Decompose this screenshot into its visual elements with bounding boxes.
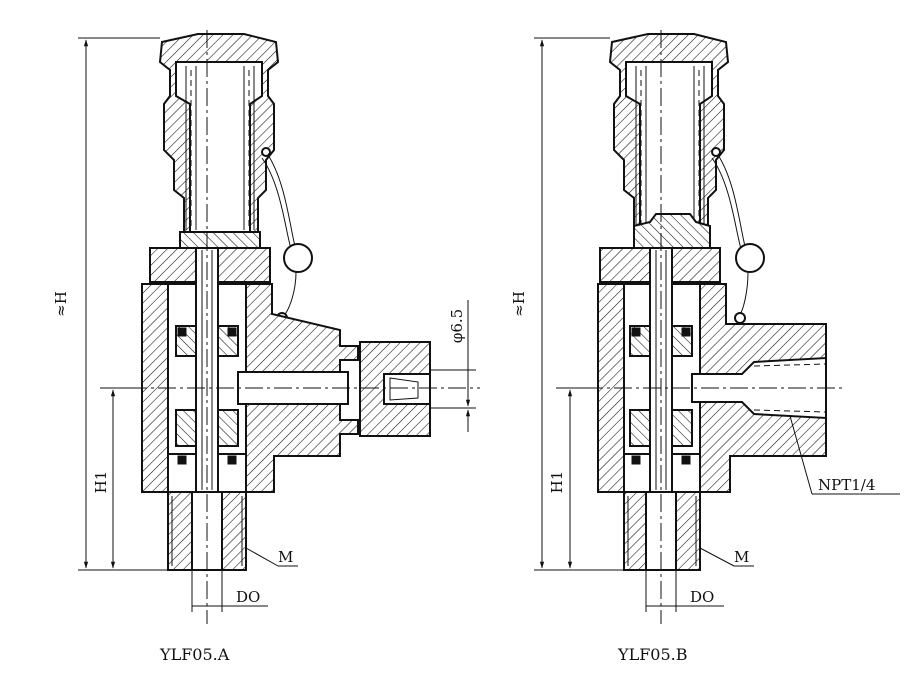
port-label-b: NPT1/4 (818, 476, 875, 494)
thread-lines-a (171, 496, 243, 566)
overall-height-dimension-a (78, 37, 180, 571)
height-label-a: ≈H (52, 291, 70, 317)
bore-label-a: DO (236, 588, 260, 606)
lead-seal-a (283, 243, 313, 273)
spring-b (635, 66, 705, 230)
spring-a (185, 66, 255, 230)
thread-lines-b (627, 496, 697, 566)
caption-a: YLF05.A (159, 645, 230, 664)
thread-label-b: M (734, 548, 749, 566)
view-b: ≈H H1 NPT1/4 M DO YLF05.B (510, 30, 900, 664)
thread-label-a: M (278, 548, 293, 566)
port-label-a: φ6.5 (448, 309, 466, 343)
seal-wire-a (265, 151, 297, 251)
h1-label-a: H1 (92, 471, 110, 494)
bore-label-b: DO (690, 588, 714, 606)
seal-wire-b (715, 151, 747, 251)
overall-height-dimension-b (534, 37, 630, 571)
spring-seat-a (179, 231, 261, 249)
height-label-b: ≈H (510, 291, 528, 317)
view-a: ≈H H1 φ6.5 M DO YLF05.A (52, 30, 480, 664)
spring-seat-b (633, 213, 711, 249)
h1-label-b: H1 (548, 471, 566, 494)
lead-seal-b (735, 243, 765, 273)
caption-b: YLF05.B (617, 645, 688, 664)
